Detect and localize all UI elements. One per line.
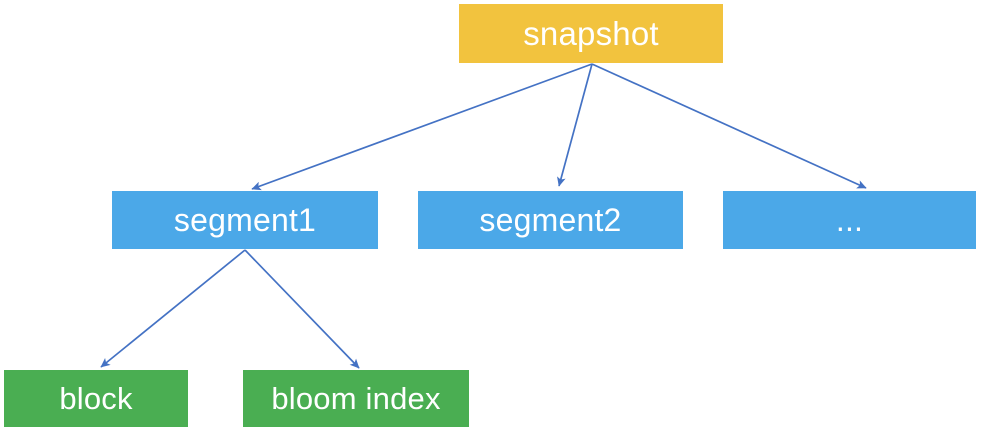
- edge-segment1-to-block: [100, 249, 246, 368]
- node-block-label: block: [59, 381, 133, 416]
- edge-snapshot-to-segment2: [557, 63, 593, 187]
- edge-segment1-to-bloom_index: [244, 249, 360, 369]
- node-segment1-label: segment1: [173, 202, 317, 238]
- node-more-segments[interactable]: ...: [723, 191, 976, 249]
- node-snapshot-label: snapshot: [523, 15, 659, 52]
- node-segment1[interactable]: segment1: [112, 191, 378, 249]
- node-bloom-index-label: bloom index: [271, 381, 441, 416]
- node-segment2[interactable]: segment2: [418, 191, 683, 249]
- node-segment2-label: segment2: [479, 202, 622, 238]
- node-block[interactable]: block: [4, 370, 188, 427]
- node-bloom-index[interactable]: bloom index: [243, 370, 469, 427]
- edge-snapshot-to-more: [591, 63, 867, 189]
- node-snapshot[interactable]: snapshot: [459, 4, 723, 63]
- node-more-segments-label: ...: [835, 202, 864, 238]
- edge-snapshot-to-segment1: [251, 63, 593, 191]
